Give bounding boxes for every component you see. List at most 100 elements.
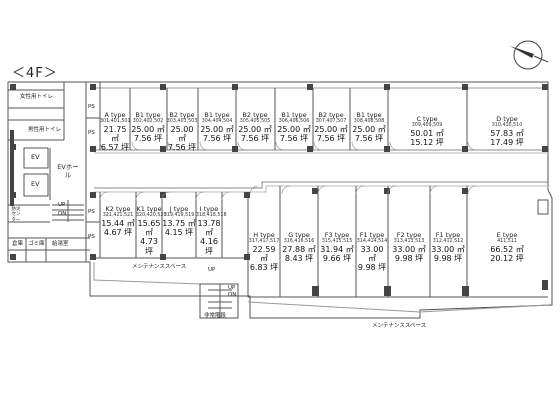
male-toilet-label: 男性用トイレ xyxy=(28,127,62,133)
unit-nums: 321,421,521 xyxy=(102,213,134,219)
unit-area: 13.78 ㎡ xyxy=(197,218,221,238)
unit-area: 25.00 ㎡ xyxy=(352,124,386,134)
elevator-hall-label: EVホール xyxy=(57,163,79,179)
unit-tsubo: 15.12 坪 xyxy=(410,138,444,148)
unit-nums: 305,405,505 xyxy=(239,119,271,125)
emergency-stair-label: 非常階段 xyxy=(204,313,227,319)
unit-tsubo: 9.98 坪 xyxy=(394,254,424,264)
unit-type: B1 type xyxy=(204,111,230,119)
unit-tsubo: 9.98 坪 xyxy=(433,254,463,264)
unit-tsubo: 9.66 坪 xyxy=(322,254,352,264)
unit-type: B1 type xyxy=(356,111,382,119)
unit-tsubo: 7.56 坪 xyxy=(279,134,309,144)
unit-tsubo: 7.56 坪 xyxy=(167,143,197,153)
unit-type: F1 type xyxy=(359,231,385,239)
unit-nums: 319,419,519 xyxy=(163,213,195,219)
unit-tsubo: 7.56 坪 xyxy=(354,134,384,144)
unit-type: B2 type xyxy=(318,111,344,119)
unit-area: 25.00 ㎡ xyxy=(238,124,272,134)
unit-nums: 304,404,504 xyxy=(201,119,233,125)
unit-nums: 316,416,516 xyxy=(283,239,315,245)
unit-nums: 320,420,520 xyxy=(136,213,167,219)
stair-down-label: DN xyxy=(58,211,67,217)
ps-label: PS xyxy=(88,209,95,215)
unit-nums: 310,410,510 xyxy=(491,123,523,129)
unit-nums: 318,418,518 xyxy=(196,213,227,219)
unit-nums: 308,408,508 xyxy=(353,119,385,125)
unit-type: I type xyxy=(199,205,219,213)
unit-area: 33.00 ㎡ xyxy=(360,244,384,264)
unit-type: B2 type xyxy=(242,111,268,119)
unit-tsubo: 7.56 坪 xyxy=(316,134,346,144)
unit-tsubo: 9.98 坪 xyxy=(357,263,387,273)
unit-type: B1 type xyxy=(281,111,307,119)
unit-area: 25.00 ㎡ xyxy=(170,124,194,144)
unit-nums: 307,407,507 xyxy=(315,119,347,125)
unit-nums: 313,413,513 xyxy=(393,239,425,245)
north-arrow-icon xyxy=(504,38,552,72)
floor-label: ＜4F＞ xyxy=(12,66,58,81)
unit-tsubo: 4.15 坪 xyxy=(164,228,194,238)
unit-tsubo: 4.16 坪 xyxy=(200,237,218,256)
unit-area: 21.75 ㎡ xyxy=(103,124,127,144)
unit-tsubo: 8.43 坪 xyxy=(284,254,314,264)
unit-area: 13.75 ㎡ xyxy=(162,218,196,228)
unit-nums: 303,403,503 xyxy=(166,119,198,125)
unit-type: A type xyxy=(104,111,126,119)
maintenance-space-label: メンテナンススペース xyxy=(372,323,427,329)
unit-nums: 317,417,517 xyxy=(248,239,280,245)
unit-area: 31.94 ㎡ xyxy=(320,244,354,254)
unit-nums: 309,409,509 xyxy=(411,123,443,129)
unit-type: H type xyxy=(253,231,275,239)
unit-area: 22.59 ㎡ xyxy=(252,244,276,264)
maintenance-space-label: メンテナンススペース xyxy=(132,264,187,270)
stair-up-label: UP xyxy=(228,285,236,291)
unit-type: B2 type xyxy=(169,111,195,119)
unit-area: 57.83 ㎡ xyxy=(490,128,524,138)
unit-tsubo: 6.83 坪 xyxy=(249,263,279,273)
garbage-room-label: ゴミ庫 xyxy=(28,241,45,247)
unit-area: 15.65 ㎡ xyxy=(137,218,161,238)
unit-type: C type xyxy=(416,115,438,123)
unit-area: 15.44 ㎡ xyxy=(101,218,135,228)
unit-area: 66.52 ㎡ xyxy=(490,244,524,254)
ps-label: PS xyxy=(88,130,95,136)
unit-type: F3 type xyxy=(324,231,350,239)
storage-label: 倉庫 xyxy=(12,241,24,247)
unit-area: 33.00 ㎡ xyxy=(392,244,426,254)
unit-nums: 312,412,512 xyxy=(432,239,464,245)
unit-area: 50.01 ㎡ xyxy=(410,128,444,138)
unit-area: 33.00 ㎡ xyxy=(431,244,465,254)
unit-type: G type xyxy=(288,231,310,239)
unit-tsubo: 7.56 坪 xyxy=(202,134,232,144)
unit-area: 25.00 ㎡ xyxy=(314,124,348,134)
building-outline xyxy=(7,81,553,319)
stair-up-label: UP xyxy=(208,267,216,273)
elevator-1-label: EV xyxy=(31,153,40,161)
unit-tsubo: 6.57 坪 xyxy=(100,143,130,153)
unit-nums: 314,414,514 xyxy=(356,239,388,245)
ps-label: PS xyxy=(88,234,95,240)
unit-type: J type xyxy=(169,205,189,213)
unit-tsubo: 7.56 坪 xyxy=(240,134,270,144)
unit-area: 27.88 ㎡ xyxy=(282,244,316,254)
unit-area: 25.00 ㎡ xyxy=(277,124,311,134)
unit-type: D type xyxy=(496,115,518,123)
